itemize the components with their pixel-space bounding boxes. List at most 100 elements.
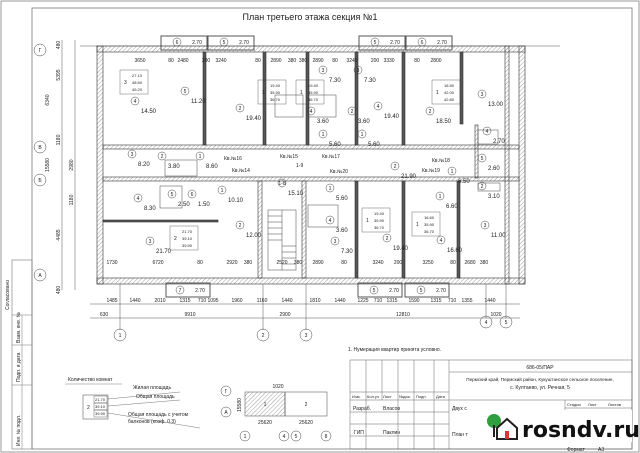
dimension-inner: 80 [341,260,347,266]
room-number-circle [477,89,487,99]
dimension-bottom: 710 [448,298,457,304]
apt-total-area-bal: 36.70 [308,97,319,102]
axis-bubble [499,315,513,329]
room-number: 5 [171,192,174,198]
dimension-top: 3240 [346,58,357,64]
room-number: 2 [429,109,432,115]
stamp-object: Двух с [452,406,467,412]
room-number: 2 [394,164,397,170]
dimension-inner: 80 [197,260,203,266]
dimension-left: 480 [56,286,62,295]
axis-bubble [33,140,47,154]
dimension-inner: 1730 [106,260,117,266]
room-number-circle [330,236,340,246]
dimension-top: 80 [414,58,420,64]
axis-label: 4 [485,320,488,326]
dimension-top: 380 [299,58,308,64]
room-number: 2 [239,106,242,112]
room-number-circle [180,86,190,96]
dimension-top: 80 [168,58,174,64]
key-axis-bubble [290,430,302,442]
balcony-number: 5 [374,40,377,46]
apt-living-area: 19.40 [308,83,319,88]
title-block [349,359,633,450]
dimension-bottom: 1440 [281,298,292,304]
dimension-bottom: 1160 [257,298,268,304]
room-area: 13.00 [488,102,504,108]
dimension-inner: 380 [244,260,253,266]
balcony-number-circle [417,37,427,47]
apt-living-area: 19.40 [270,83,281,88]
dimension-inner: 2520 [276,260,287,266]
room-area: 18.50 [436,119,452,125]
key-axis-bubble [320,430,332,442]
key-plan-section-2: 2 [305,402,308,408]
apt-rooms: 1 [300,90,303,96]
room-number-circle [277,178,287,188]
room-area: 2.70 [493,139,505,145]
room-area: 11.20 [191,99,206,105]
apartment-stamp [361,207,391,233]
dimension-left: 1180 [56,134,62,145]
room-area: 7.30 [341,249,353,255]
stamp-header: Кол.уч [367,394,379,399]
key-plan-dim-2: 25620 [299,420,313,426]
apt-rooms: 2 [174,236,177,242]
balcony-number: 5 [373,288,376,294]
apt-rooms: 1 [366,218,369,224]
axis-label: В [38,145,42,151]
apt-total-area-bal: 42.80 [444,97,455,102]
side-stamp-agreed: Согласовано [5,280,11,310]
balcony-number: 5 [223,40,226,46]
key-axis-label: А [224,410,228,416]
apt-total-area: 35.90 [374,218,385,223]
apt-total-area: 35.90 [424,222,435,227]
room-number: 3 [357,68,360,74]
stamp-sheet-title: План т [452,432,468,438]
dimension-top: 80 [332,58,338,64]
room-number: 3 [131,152,134,158]
side-stamp-sign-date: Подп. и дата [16,352,22,382]
room-area: 5.60 [336,196,348,202]
room-area: 5.60 [368,142,380,148]
dimension-left: 5395 [56,69,62,80]
dimension-total: 9910 [184,312,195,318]
key-plan-top-dim: 1020 [272,384,283,390]
watermark-logo: rosndv.ru [478,410,640,443]
room-number: 1 [199,154,202,160]
key-axis-label: 8 [325,434,328,440]
dimension-bottom: 1485 [106,298,117,304]
apartment-stamp [119,69,149,95]
room-number: 2 [239,223,242,229]
stamp-header: Подп. [416,394,427,399]
room-area: 19.40 [384,114,400,120]
room-number: 1-8 [278,181,285,187]
room-number-circle [482,126,492,136]
balcony-number-circle [175,285,185,295]
dimension-inner: 380 [480,260,489,266]
balcony-area: 2.70 [192,40,202,46]
apt-living-area: 18.50 [444,83,455,88]
dimension-bottom: 1440 [334,298,345,304]
balcony-area: 2.70 [390,40,400,46]
dimension-bottom: 1225 [357,298,368,304]
legend-total-area-balcony: Общая площадь с учетом [128,412,189,418]
stamp-stage-header: Стадия [567,402,581,407]
room-number: 2 [161,154,164,160]
axis-label: 1 [119,333,122,339]
key-plan: 1020 15580 1 2 25620 25620 [237,384,328,426]
dimension-lines [61,40,560,330]
dimension-inner: 2680 [464,260,475,266]
dimension-bottom: 1440 [129,298,140,304]
apartment-label: Кв.№16 [224,156,242,162]
dimension-top: 380 [288,58,297,64]
key-axis-bubble [239,430,251,442]
apt-living-area: 19.40 [374,211,385,216]
room-area: 3.60 [358,119,370,125]
room-number-circle [127,149,137,159]
axis-bubble [33,43,47,57]
dimension-top: 200 [371,58,380,64]
dimension-total: 630 [100,312,109,318]
apt-rooms: 1 [416,222,419,228]
dimension-inner: 80 [450,260,456,266]
